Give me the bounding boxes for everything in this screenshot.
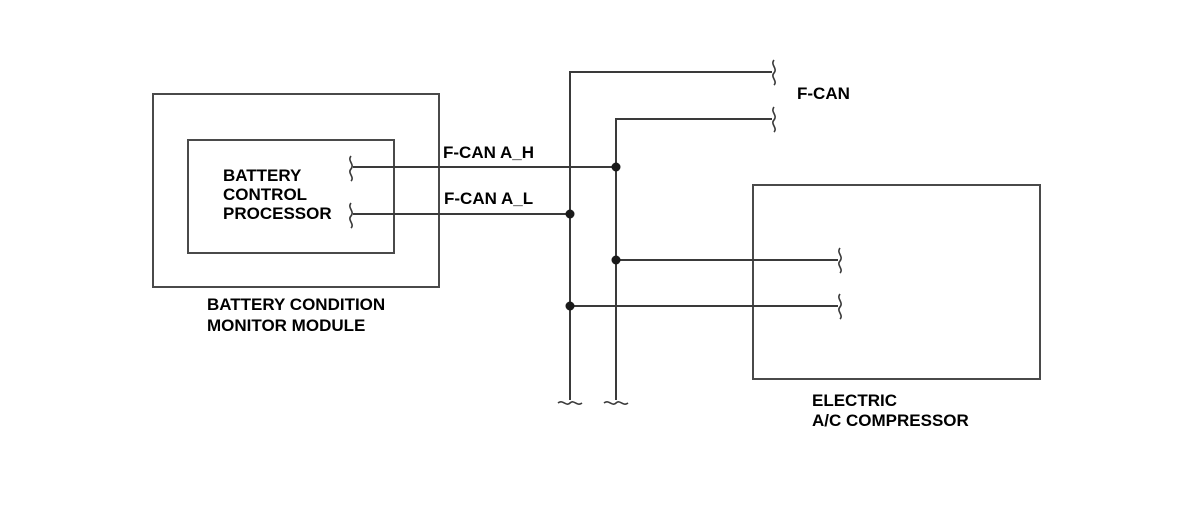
battery-condition-monitor-module-label-line: BATTERY CONDITION <box>207 295 385 314</box>
junction-dot <box>611 162 621 172</box>
battery-control-processor-label-line: PROCESSOR <box>223 204 332 223</box>
electric-ac-compressor-label: ELECTRIC A/C COMPRESSOR <box>812 391 969 430</box>
electric-ac-compressor-label-line: ELECTRIC <box>812 391 897 410</box>
battery-control-processor-label-line: CONTROL <box>223 185 307 204</box>
wire-break-mark <box>838 247 842 274</box>
wire-break-mark <box>557 401 583 405</box>
wire-break-mark <box>349 155 353 182</box>
f-can-a-l-label: F-CAN A_L <box>444 189 533 208</box>
battery-condition-monitor-module-label-line: MONITOR MODULE <box>207 316 365 335</box>
junction-dot <box>565 301 575 311</box>
wire-break-mark <box>603 401 629 405</box>
wire-break-mark <box>349 202 353 229</box>
wire-break-mark <box>772 106 776 133</box>
battery-control-processor-label: BATTERY CONTROL PROCESSOR <box>223 166 332 223</box>
battery-control-processor-box <box>187 139 395 254</box>
f-can-trunk-low <box>569 71 772 400</box>
battery-condition-monitor-module-label: BATTERY CONDITION MONITOR MODULE <box>207 295 390 335</box>
junction-dot <box>611 255 621 265</box>
electric-ac-compressor-label-line: A/C COMPRESSOR <box>812 411 969 430</box>
wire-break-mark <box>838 293 842 320</box>
battery-condition-monitor-module-box <box>152 93 440 288</box>
wire-break-mark <box>772 59 776 86</box>
electric-ac-compressor-box <box>752 184 1041 380</box>
junction-dot <box>565 209 575 219</box>
f-can-a-h-label: F-CAN A_H <box>443 143 534 162</box>
battery-control-processor-label-line: BATTERY <box>223 166 302 185</box>
f-can-label: F-CAN <box>797 84 850 103</box>
